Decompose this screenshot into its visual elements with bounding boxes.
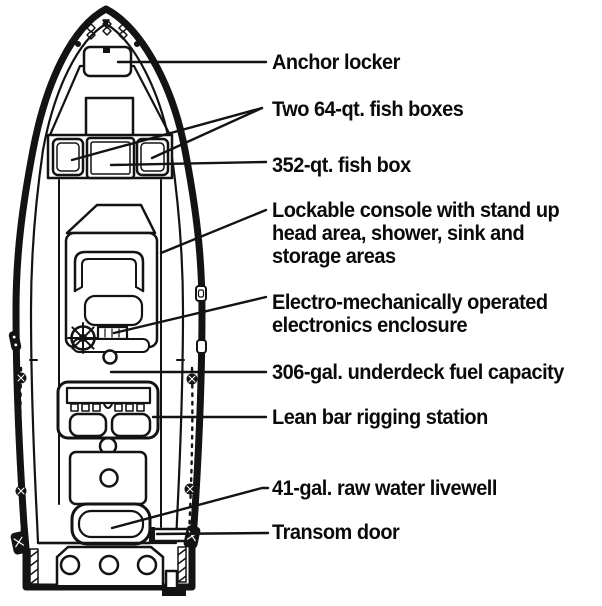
label-electronics-enclosure: Electro-mechanically operated electronic…: [272, 291, 548, 337]
cockpit-sole-lines: [29, 179, 185, 528]
deck-fill-circle: [102, 349, 118, 365]
leader-electronics: [112, 295, 268, 335]
bow-cleat-icons: [74, 19, 141, 48]
label-transom-door: Transom door: [272, 521, 400, 544]
fish-box-square: [84, 96, 135, 140]
trim-tab-right: [177, 546, 187, 583]
label-livewell: 41-gal. raw water livewell: [272, 477, 497, 500]
console-group: [64, 203, 159, 354]
label-fuel-capacity: 306-gal. underdeck fuel capacity: [272, 361, 564, 384]
label-fish-boxes-64qt: Two 64-qt. fish boxes: [272, 98, 464, 121]
leader-fishbox-352: [109, 160, 268, 167]
transom-area: [10, 525, 201, 596]
leader-fishbox-right: [150, 106, 264, 160]
outboard-bracket: [162, 587, 186, 596]
console-hatch: [83, 294, 144, 327]
label-anchor-locker: Anchor locker: [272, 51, 400, 74]
label-console: Lockable console with stand up head area…: [272, 199, 560, 268]
anchor-locker-shape: [82, 45, 133, 78]
console-seat: [65, 203, 157, 235]
gunwale-fittings: [8, 285, 207, 497]
label-fish-box-352qt: 352-qt. fish box: [272, 154, 411, 177]
livewell-shape: [70, 502, 152, 546]
leader-console: [159, 208, 268, 255]
trim-tab-left: [29, 548, 39, 585]
leader-livewell: [110, 486, 270, 530]
label-lean-bar: Lean bar rigging station: [272, 406, 488, 429]
steering-wheel-icon: [67, 322, 99, 354]
leader-transom-door: [155, 531, 270, 536]
gunwale-dotted-lines: [19, 366, 194, 537]
leader-lines: [70, 60, 270, 536]
fish-boxes-row: [46, 133, 174, 180]
console-windshield: [73, 250, 145, 293]
leader-fishbox-left: [70, 106, 264, 162]
aft-deck-hatch: [68, 450, 148, 506]
electronics-enclosure-shape: [96, 325, 129, 341]
lean-bar-shape: [56, 380, 160, 440]
stern-cleat-left: [10, 531, 28, 555]
